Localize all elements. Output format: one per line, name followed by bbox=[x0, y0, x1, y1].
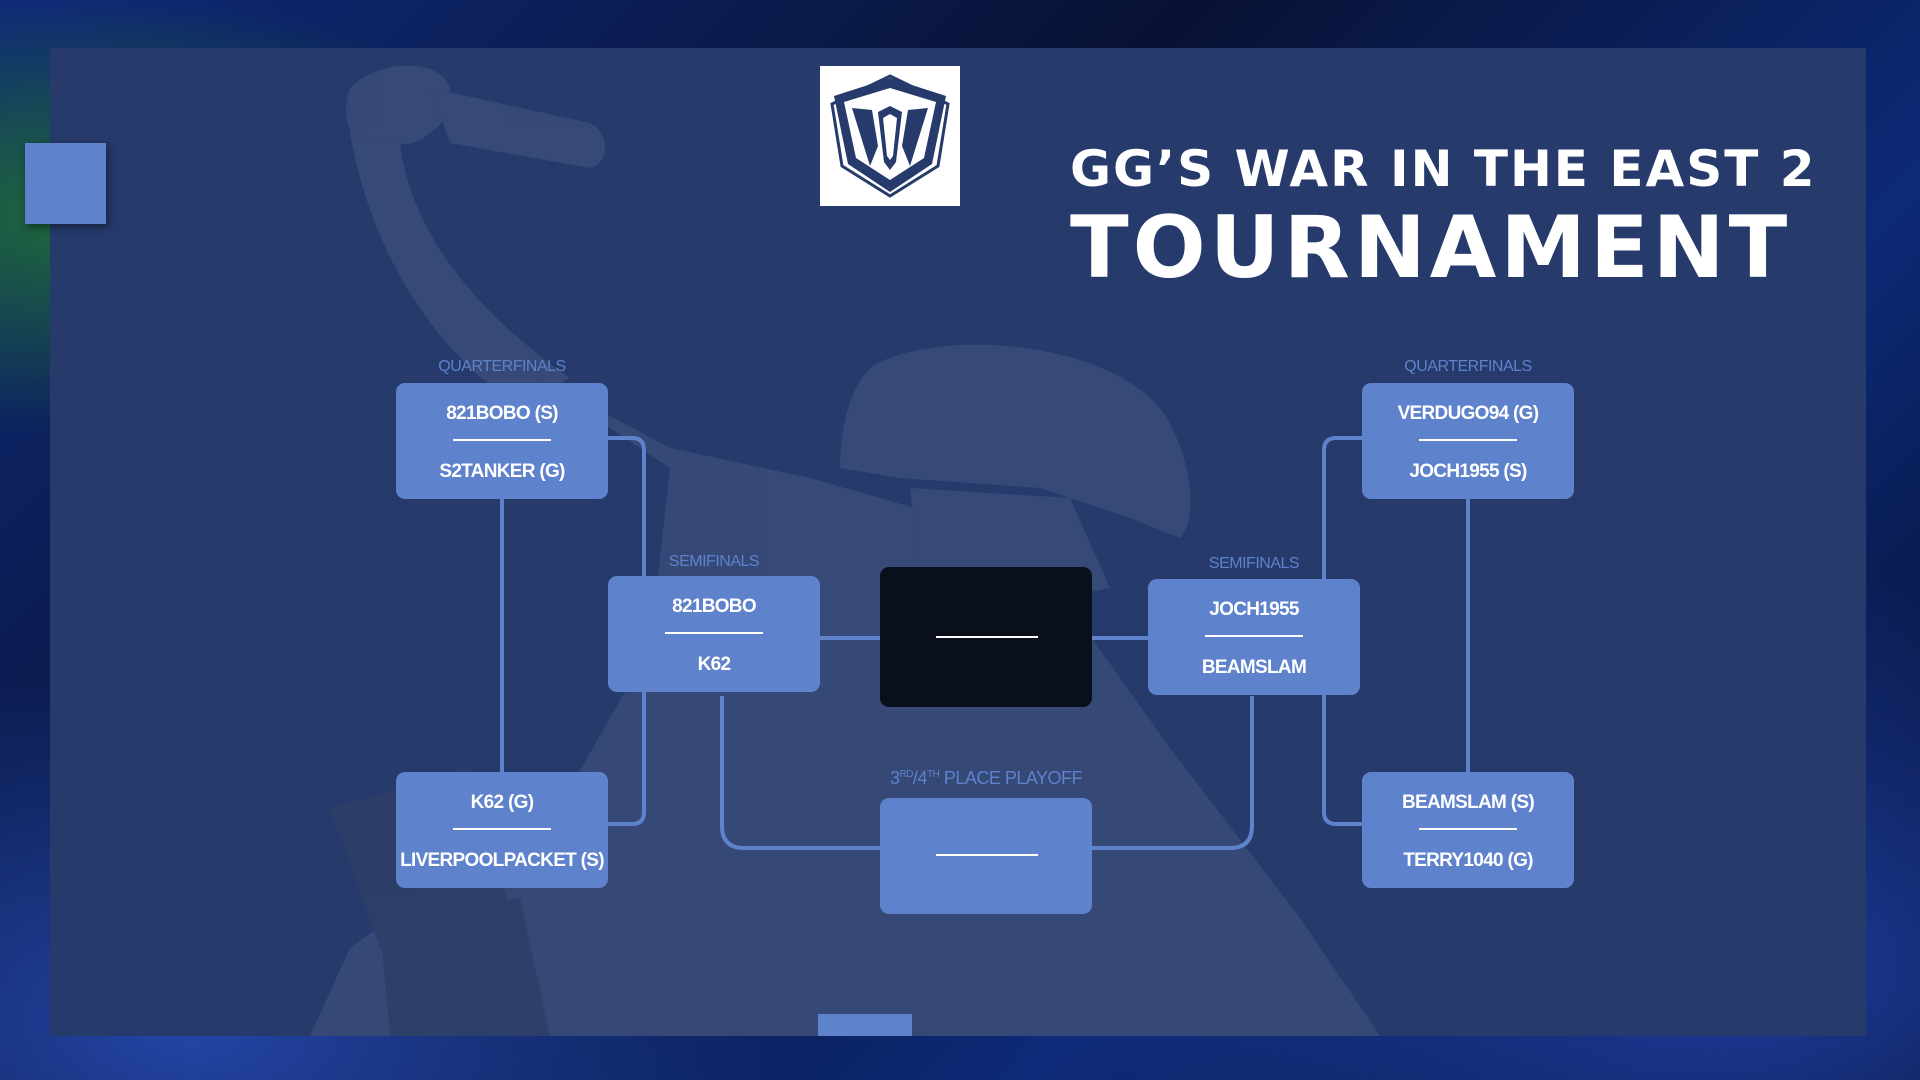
decorative-square-bottom bbox=[818, 1014, 912, 1036]
playoff-slash: / bbox=[912, 768, 918, 788]
right-qf1-player2: JOCH1955 (S) bbox=[1409, 461, 1527, 482]
main-panel: GG’S WAR IN THE EAST 2 TOURNAMENT QUARTE… bbox=[50, 48, 1866, 1036]
left-sf-match: 821BOBO K62 bbox=[608, 576, 820, 692]
match-divider bbox=[936, 636, 1038, 638]
title-line-1: GG’S WAR IN THE EAST 2 bbox=[1070, 140, 1817, 198]
match-divider bbox=[936, 854, 1038, 856]
left-semifinals-label: SEMIFINALS bbox=[668, 553, 760, 570]
left-qf1-match: 821BOBO (S) S2TANKER (G) bbox=[396, 383, 608, 499]
right-qf1-player1: VERDUGO94 (G) bbox=[1397, 403, 1540, 424]
right-sf-to-playoff-line bbox=[1092, 696, 1254, 850]
left-qf2-match: K62 (G) LIVERPOOLPACKET (S) bbox=[396, 772, 608, 888]
right-sf-player1: JOCH1955 bbox=[1209, 599, 1299, 620]
left-sf-player2: K62 bbox=[697, 654, 731, 675]
playoff-match bbox=[880, 798, 1092, 914]
right-sf-player2: BEAMSLAM bbox=[1201, 657, 1307, 678]
left-qf1-player1: 821BOBO (S) bbox=[446, 403, 558, 424]
match-divider bbox=[453, 828, 551, 830]
logo bbox=[820, 66, 960, 206]
right-semifinals-label: SEMIFINALS bbox=[1208, 555, 1300, 572]
match-divider bbox=[1419, 828, 1517, 830]
decorative-square-left bbox=[25, 143, 106, 224]
title-line-2: TOURNAMENT bbox=[1070, 198, 1792, 298]
playoff-ordinal-suffix-1: RD bbox=[899, 769, 913, 780]
left-qf2-player2: LIVERPOOLPACKET (S) bbox=[400, 850, 605, 871]
match-divider bbox=[665, 632, 763, 634]
playoff-label-text: PLACE PLAYOFF bbox=[943, 768, 1083, 788]
left-qf2-player1: K62 (G) bbox=[470, 792, 534, 813]
left-quarterfinals-label: QUARTERFINALS bbox=[438, 358, 566, 375]
match-divider bbox=[453, 439, 551, 441]
playoff-ordinal-2: 4 bbox=[917, 768, 927, 788]
left-sf-player1: 821BOBO bbox=[672, 596, 757, 617]
right-qf2-player1: BEAMSLAM (S) bbox=[1402, 792, 1535, 813]
playoff-ordinal-suffix-2: TH bbox=[926, 769, 940, 780]
playoff-label: 3RD/4TH PLACE PLAYOFF bbox=[880, 768, 1092, 789]
playoff-ordinal-1: 3 bbox=[889, 768, 900, 788]
right-qf1-match: VERDUGO94 (G) JOCH1955 (S) bbox=[1362, 383, 1574, 499]
match-divider bbox=[1205, 635, 1303, 637]
right-qf2-match: BEAMSLAM (S) TERRY1040 (G) bbox=[1362, 772, 1574, 888]
right-sf-match: JOCH1955 BEAMSLAM bbox=[1148, 579, 1360, 695]
right-qf2-player2: TERRY1040 (G) bbox=[1403, 850, 1533, 871]
left-sf-to-playoff-line bbox=[720, 696, 880, 850]
left-qf1-player2: S2TANKER (G) bbox=[439, 461, 565, 482]
right-quarterfinals-label: QUARTERFINALS bbox=[1404, 358, 1532, 375]
final-match bbox=[880, 567, 1092, 707]
match-divider bbox=[1419, 439, 1517, 441]
shield-logo-icon bbox=[830, 74, 950, 198]
